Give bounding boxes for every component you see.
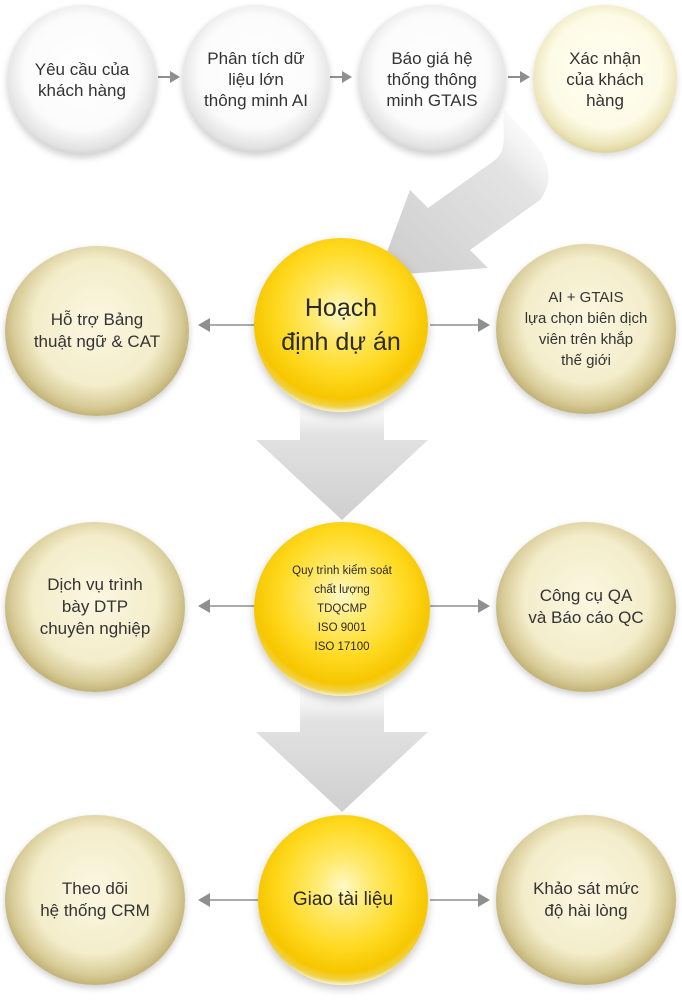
crm-tracking-label: Theo dõi hệ thống CRM	[40, 879, 150, 920]
down-flow-arrow-2	[256, 672, 428, 812]
dtp-service-node: Dịch vụ trình bày DTP chuyên nghiệp	[5, 522, 185, 692]
qa-tools-label: Công cụ QA và Báo cáo QC	[528, 586, 644, 627]
satisfaction-survey-node: Khảo sát mức độ hài lòng	[496, 815, 676, 985]
step-ai-analysis-label: Phân tích dữ liệu lớn thông minh AI	[204, 48, 308, 110]
step-ai-analysis-node: Phân tích dữ liệu lớn thông minh AI	[182, 5, 330, 153]
arrow-right-icon	[430, 318, 490, 332]
arrow-right-icon	[158, 71, 180, 83]
project-planning-node: Hoạch định dự án	[254, 238, 428, 412]
step-customer-request-node: Yêu cầu của khách hàng	[7, 5, 157, 155]
document-delivery-node: Giao tài liệu	[258, 815, 428, 985]
project-planning-label: Hoạch định dự án	[281, 294, 401, 356]
dtp-service-label: Dịch vụ trình bày DTP chuyên nghiệp	[39, 575, 151, 638]
glossary-cat-support-label: Hỗ trợ Bảng thuật ngữ & CAT	[33, 310, 161, 351]
quality-control-label: Quy trình kiểm soát chất lượng TDQCMP IS…	[292, 564, 392, 653]
arrow-right-icon	[430, 599, 490, 613]
arrow-left-icon	[198, 318, 258, 332]
glossary-cat-support-node: Hỗ trợ Bảng thuật ngữ & CAT	[5, 246, 189, 416]
quality-control-node: Quy trình kiểm soát chất lượng TDQCMP IS…	[254, 522, 430, 696]
qa-tools-node: Công cụ QA và Báo cáo QC	[496, 522, 676, 692]
step-customer-confirmation-label: Xác nhận của khách hàng	[566, 48, 644, 110]
arrow-right-icon	[330, 71, 352, 83]
translator-selection-node: AI + GTAIS lựa chọn biên dịch viên trên …	[496, 244, 676, 414]
satisfaction-survey-label: Khảo sát mức độ hài lòng	[533, 879, 639, 920]
document-delivery-label: Giao tài liệu	[292, 889, 394, 910]
arrow-right-icon	[430, 893, 490, 907]
step-gtais-quote-node: Báo giá hệ thống thông minh GTAIS	[358, 5, 506, 153]
step-customer-request-label: Yêu cầu của khách hàng	[34, 60, 130, 100]
translator-selection-label: AI + GTAIS lựa chọn biên dịch viên trên …	[524, 289, 648, 369]
down-flow-arrow-1	[256, 388, 428, 520]
arrow-left-icon	[198, 599, 258, 613]
diagonal-flow-arrow	[378, 110, 549, 276]
step-customer-confirmation-node: Xác nhận của khách hàng	[533, 5, 677, 153]
step-gtais-quote-label: Báo giá hệ thống thông minh GTAIS	[386, 48, 478, 110]
arrow-left-icon	[198, 893, 258, 907]
arrow-right-icon	[508, 71, 530, 83]
crm-tracking-node: Theo dõi hệ thống CRM	[5, 815, 185, 985]
